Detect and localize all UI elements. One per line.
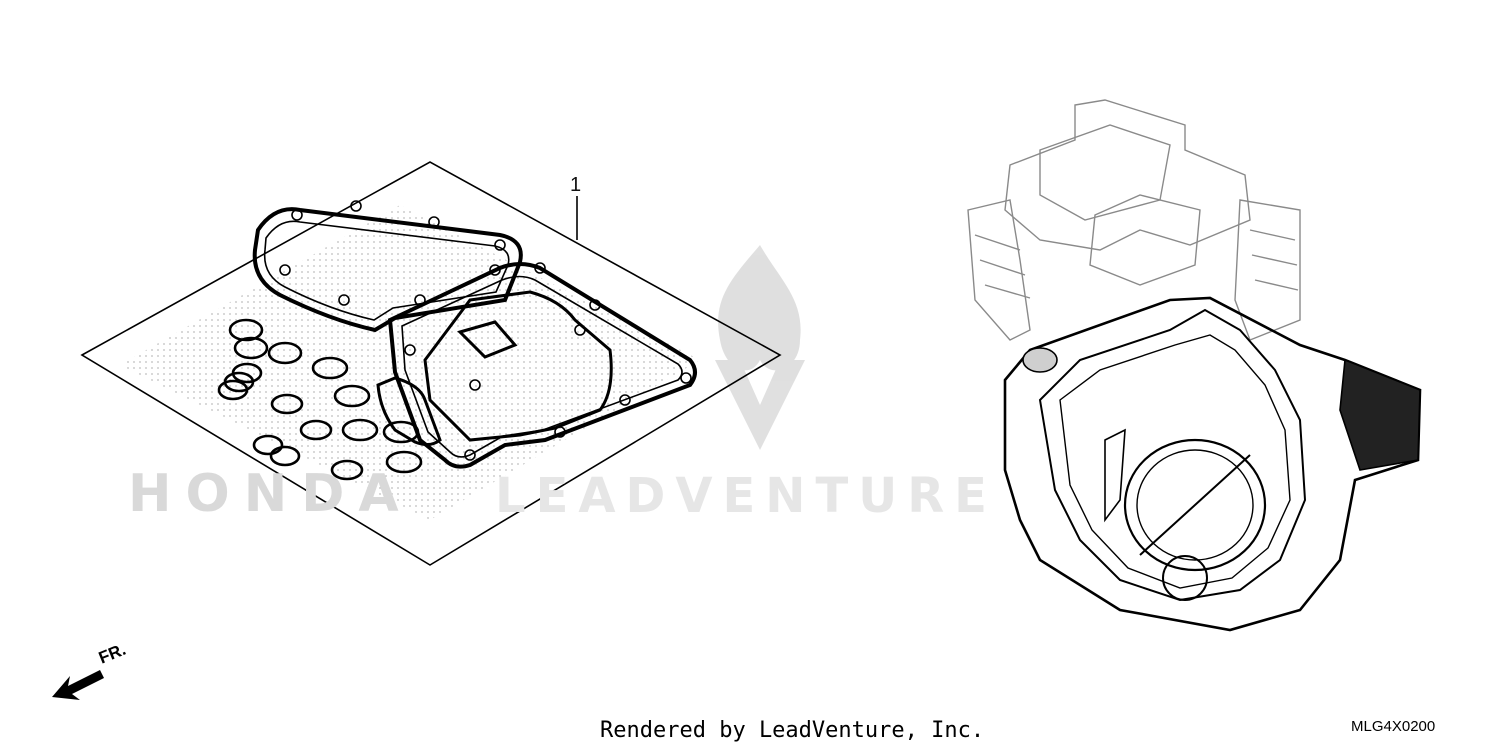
cover-gasket <box>252 207 523 333</box>
clutch-cover <box>1123 438 1267 572</box>
watermark-text: LEADVENTURE <box>495 468 997 524</box>
kit-sheet-outline <box>80 161 782 566</box>
leadventure-flame-logo-icon <box>715 245 805 450</box>
rendered-by-footer: Rendered by LeadVenture, Inc. <box>600 718 985 743</box>
inner-gasket <box>423 290 613 442</box>
crankcase <box>1003 296 1422 632</box>
gasket-kit-illustration <box>80 161 782 566</box>
o-rings-and-seals <box>217 318 423 481</box>
front-direction-arrow-icon <box>52 670 104 700</box>
small-gasket <box>376 376 442 447</box>
callout-number-1: 1 <box>570 174 582 196</box>
engine-illustration <box>967 99 1422 632</box>
brand-watermark-text: HONDA <box>128 464 413 524</box>
bolt-holes <box>279 200 692 461</box>
oil-pan-gasket <box>387 262 697 469</box>
diagram-code: MLG4X0200 <box>1351 718 1436 735</box>
gearbox-cover <box>1339 358 1421 471</box>
